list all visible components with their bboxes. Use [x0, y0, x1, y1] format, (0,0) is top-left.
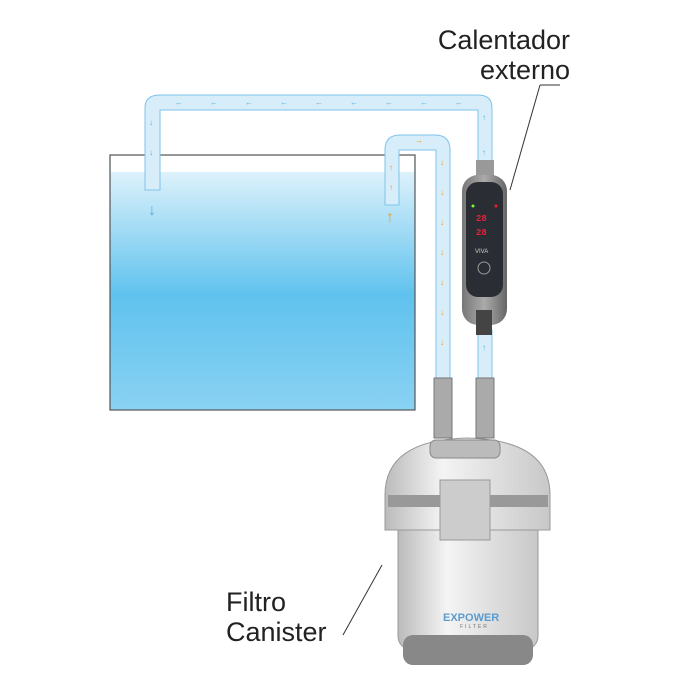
svg-text:↓: ↓	[440, 158, 444, 167]
filter-logo-sub: FILTER	[460, 624, 489, 630]
filter-leader-line	[342, 564, 383, 636]
svg-text:↓: ↓	[148, 202, 156, 219]
svg-text:↓: ↓	[440, 248, 444, 257]
svg-text:↓: ↓	[149, 118, 153, 127]
svg-text:→: →	[415, 136, 423, 145]
svg-text:↑: ↑	[389, 163, 393, 172]
hose-connectors	[433, 377, 495, 439]
svg-text:↓: ↓	[440, 338, 444, 347]
filter-label: Filtro Canister	[226, 587, 327, 647]
svg-text:←: ←	[175, 98, 183, 107]
svg-text:←: ←	[245, 98, 253, 107]
svg-text:←: ←	[455, 98, 463, 107]
svg-text:↓: ↓	[149, 148, 153, 157]
heater-display-top: 28	[476, 214, 487, 224]
svg-text:←: ←	[385, 98, 393, 107]
filter-label-line1: Filtro	[226, 587, 286, 617]
filter-logo: EXPOWER	[443, 612, 500, 624]
svg-text:↑: ↑	[386, 209, 394, 226]
svg-text:↑: ↑	[482, 148, 486, 157]
svg-text:←: ←	[315, 98, 323, 107]
svg-text:↓: ↓	[440, 218, 444, 227]
svg-text:↓: ↓	[440, 278, 444, 287]
svg-text:VIVA: VIVA	[475, 249, 488, 255]
filter-label-line2: Canister	[226, 617, 327, 647]
heater-label-line2: externo	[479, 55, 570, 85]
svg-text:↑: ↑	[482, 113, 486, 122]
heater-label: Calentador externo	[400, 25, 570, 85]
svg-text:↓: ↓	[440, 188, 444, 197]
heater-display-bottom: 28	[476, 228, 487, 238]
svg-text:↓: ↓	[440, 308, 444, 317]
svg-text:↑: ↑	[482, 343, 486, 352]
svg-text:←: ←	[350, 98, 358, 107]
heater-leader-line	[509, 84, 541, 191]
svg-text:←: ←	[280, 98, 288, 107]
svg-text:↑: ↑	[389, 183, 393, 192]
filter-canister	[384, 437, 551, 665]
svg-text:←: ←	[210, 98, 218, 107]
warm-arrows: → ↓ ↓ ↓ ↓ ↓ ↓ ↓ ↑ ↑ ↑	[386, 136, 444, 347]
svg-text:←: ←	[420, 98, 428, 107]
heater-label-line1: Calentador	[437, 25, 570, 55]
flow-arrows: ← ← ← ← ← ← ← ← ← ↑ ↑ ↑ ↓ ↓ ↓	[148, 98, 486, 352]
aquarium-tank	[109, 154, 416, 411]
heater-device: VIVA	[462, 160, 507, 335]
